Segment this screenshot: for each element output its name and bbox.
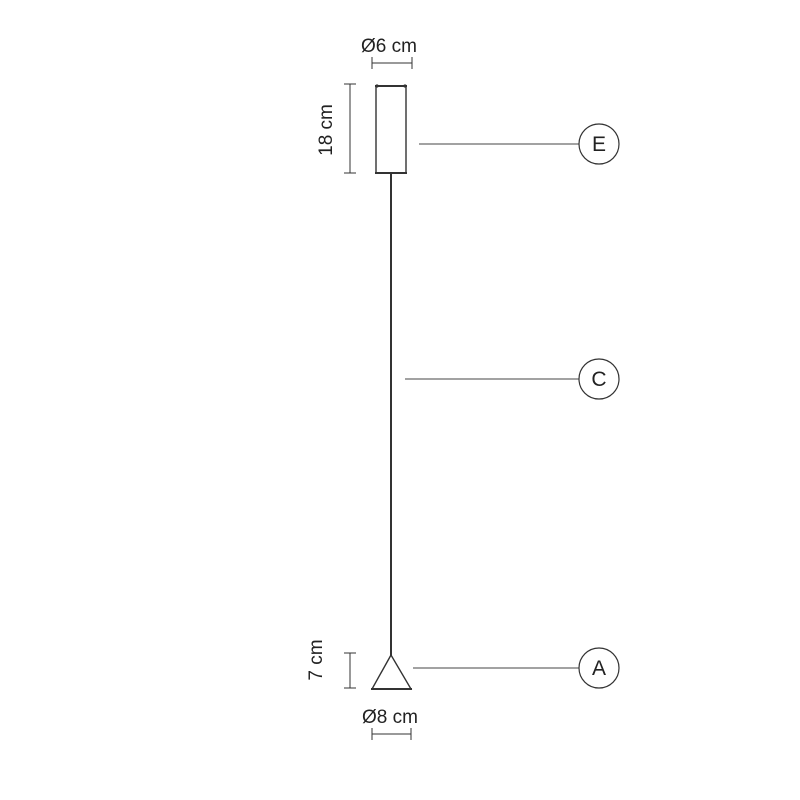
callout-c: C: [405, 358, 620, 400]
canopy-height-label: 18 cm: [316, 104, 337, 156]
callout-a: A: [413, 647, 620, 689]
shade-diameter-dimension-line: [371, 728, 412, 740]
canopy: [375, 84, 407, 174]
shade-height-dimension-line: [344, 652, 356, 689]
callout-a-label: A: [592, 657, 606, 680]
canopy-height-dimension-line: [344, 83, 356, 174]
callout-c-bubble: [578, 358, 620, 400]
callout-e: E: [419, 123, 620, 165]
callout-e-label: E: [592, 133, 606, 156]
callout-e-bubble: [578, 123, 620, 165]
canopy-diameter-dimension-line: [371, 57, 413, 69]
cone-shade: [370, 653, 413, 690]
canopy-diameter-label: Ø6 cm: [361, 36, 417, 57]
shade-diameter-label: Ø8 cm: [362, 707, 418, 728]
shade-height-label: 7 cm: [306, 639, 327, 680]
callout-a-bubble: [578, 647, 620, 689]
callout-c-label: C: [591, 368, 606, 391]
